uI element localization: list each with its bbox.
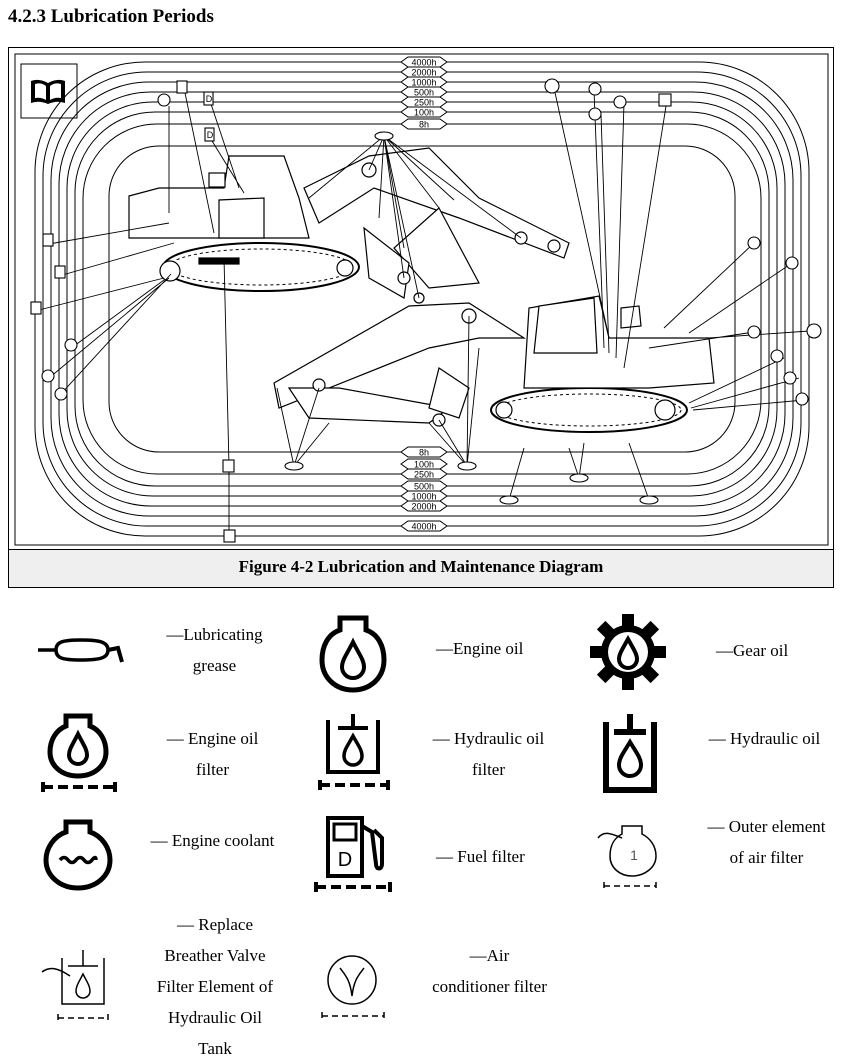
interval-label: 500h (414, 482, 434, 492)
interval-tag (400, 520, 448, 532)
interval-label: 250h (414, 98, 434, 108)
interval-label: 8h (419, 448, 429, 458)
engine-oil-symbol-icon (795, 392, 809, 406)
grease-point-icon (499, 495, 519, 505)
legend-label: —Lubricating grease (166, 625, 263, 675)
gear-oil-icon (590, 614, 666, 690)
section-heading: 4.2.3 Lubrication Periods (8, 6, 214, 27)
hydraulic-filter-symbol-icon (222, 459, 235, 473)
interval-label: 2000h (411, 68, 436, 78)
engine-oil-symbol-icon (157, 93, 171, 107)
outer-air-filter-icon: 1 (597, 825, 657, 890)
engine-oil-symbol-icon (588, 107, 602, 121)
figure-caption: Figure 4-2 Lubrication and Maintenance D… (8, 550, 834, 588)
engine-coolant-symbol-icon (785, 256, 799, 270)
interval-label: 8h (419, 120, 429, 130)
legend-label: —Engine oil (436, 639, 524, 658)
interval-tag (400, 446, 448, 458)
fuel-letter: D (206, 94, 213, 104)
fuel-d-letter: D (338, 849, 352, 871)
grease-point-icon (569, 473, 589, 483)
legend-label: — Engine oil filter (166, 729, 259, 779)
lubricating-grease-icon (38, 638, 124, 663)
diagram-symbols (30, 78, 822, 543)
engine-coolant-icon (43, 819, 113, 891)
hydraulic-oil-filter-icon (318, 714, 390, 790)
grease-point-icon (457, 461, 477, 471)
air-filter-symbol-icon (806, 323, 822, 339)
interval-label: 500h (414, 88, 434, 98)
engine-oil-symbol-icon (64, 338, 78, 352)
air-conditioner-symbol-icon (544, 78, 560, 94)
excavator-upper (128, 147, 570, 304)
legend-label: — Hydraulic oil filter (432, 729, 545, 779)
interval-label: 250h (414, 470, 434, 480)
engine-oil-symbol-icon (747, 236, 761, 250)
gear-oil-symbol-icon (588, 82, 602, 96)
gear-oil-symbol-icon (770, 349, 784, 363)
interval-label: 2000h (411, 502, 436, 512)
legend-label: — Hydraulic oil (708, 729, 821, 748)
legend-label: — Engine coolant (150, 831, 275, 850)
grease-point-icon (374, 131, 394, 141)
legend-label: — Fuel filter (436, 847, 525, 866)
hydraulic-oil-symbol-icon (54, 265, 66, 279)
interval-label: 100h (414, 108, 434, 118)
fuel-letter: D (207, 130, 214, 140)
legend-label: — Replace Breather Valve Filter Element … (156, 915, 274, 1058)
gear-oil-symbol-icon (41, 369, 55, 383)
legend-label: —Air conditioner filter (432, 946, 547, 996)
grease-point-icon (284, 461, 304, 471)
interval-label: 100h (414, 460, 434, 470)
manual-book-icon (20, 63, 78, 119)
air-conditioner-filter-icon (321, 955, 385, 1020)
interval-label: 4000h (411, 522, 436, 532)
fuel-filter-icon: D (314, 816, 392, 892)
hydraulic-oil-symbol-icon (42, 233, 54, 247)
interval-tag (400, 118, 448, 130)
engine-oil-symbol-icon (747, 325, 761, 339)
excavator-lower (273, 295, 715, 433)
interval-label: 4000h (411, 58, 436, 68)
air-filter-number: 1 (630, 847, 638, 863)
hydraulic-filter-symbol-icon (223, 529, 236, 543)
interval-tag (400, 468, 448, 480)
breather-symbol-icon (658, 93, 672, 107)
fuel-symbol-icon (203, 91, 214, 106)
gear-oil-symbol-icon (613, 95, 627, 109)
gear-oil-symbol-icon (54, 387, 68, 401)
interval-label: 1000h (411, 78, 436, 88)
hydraulic-filter-symbol-icon (176, 80, 188, 94)
hydraulic-oil-icon (603, 714, 657, 793)
engine-oil-icon (319, 615, 387, 693)
breather-valve-filter-icon (41, 950, 109, 1022)
legend-label: — Outer element of air filter (707, 817, 826, 867)
hydraulic-oil-symbol-icon (30, 301, 42, 315)
interval-tag (400, 500, 448, 512)
gear-oil-symbol-icon (783, 371, 797, 385)
interval-label: 1000h (411, 492, 436, 502)
fuel-symbol-icon (204, 127, 215, 142)
interval-tag (400, 106, 448, 118)
engine-oil-filter-icon (41, 713, 117, 792)
grease-point-icon (639, 495, 659, 505)
legend-label: —Gear oil (716, 641, 789, 660)
